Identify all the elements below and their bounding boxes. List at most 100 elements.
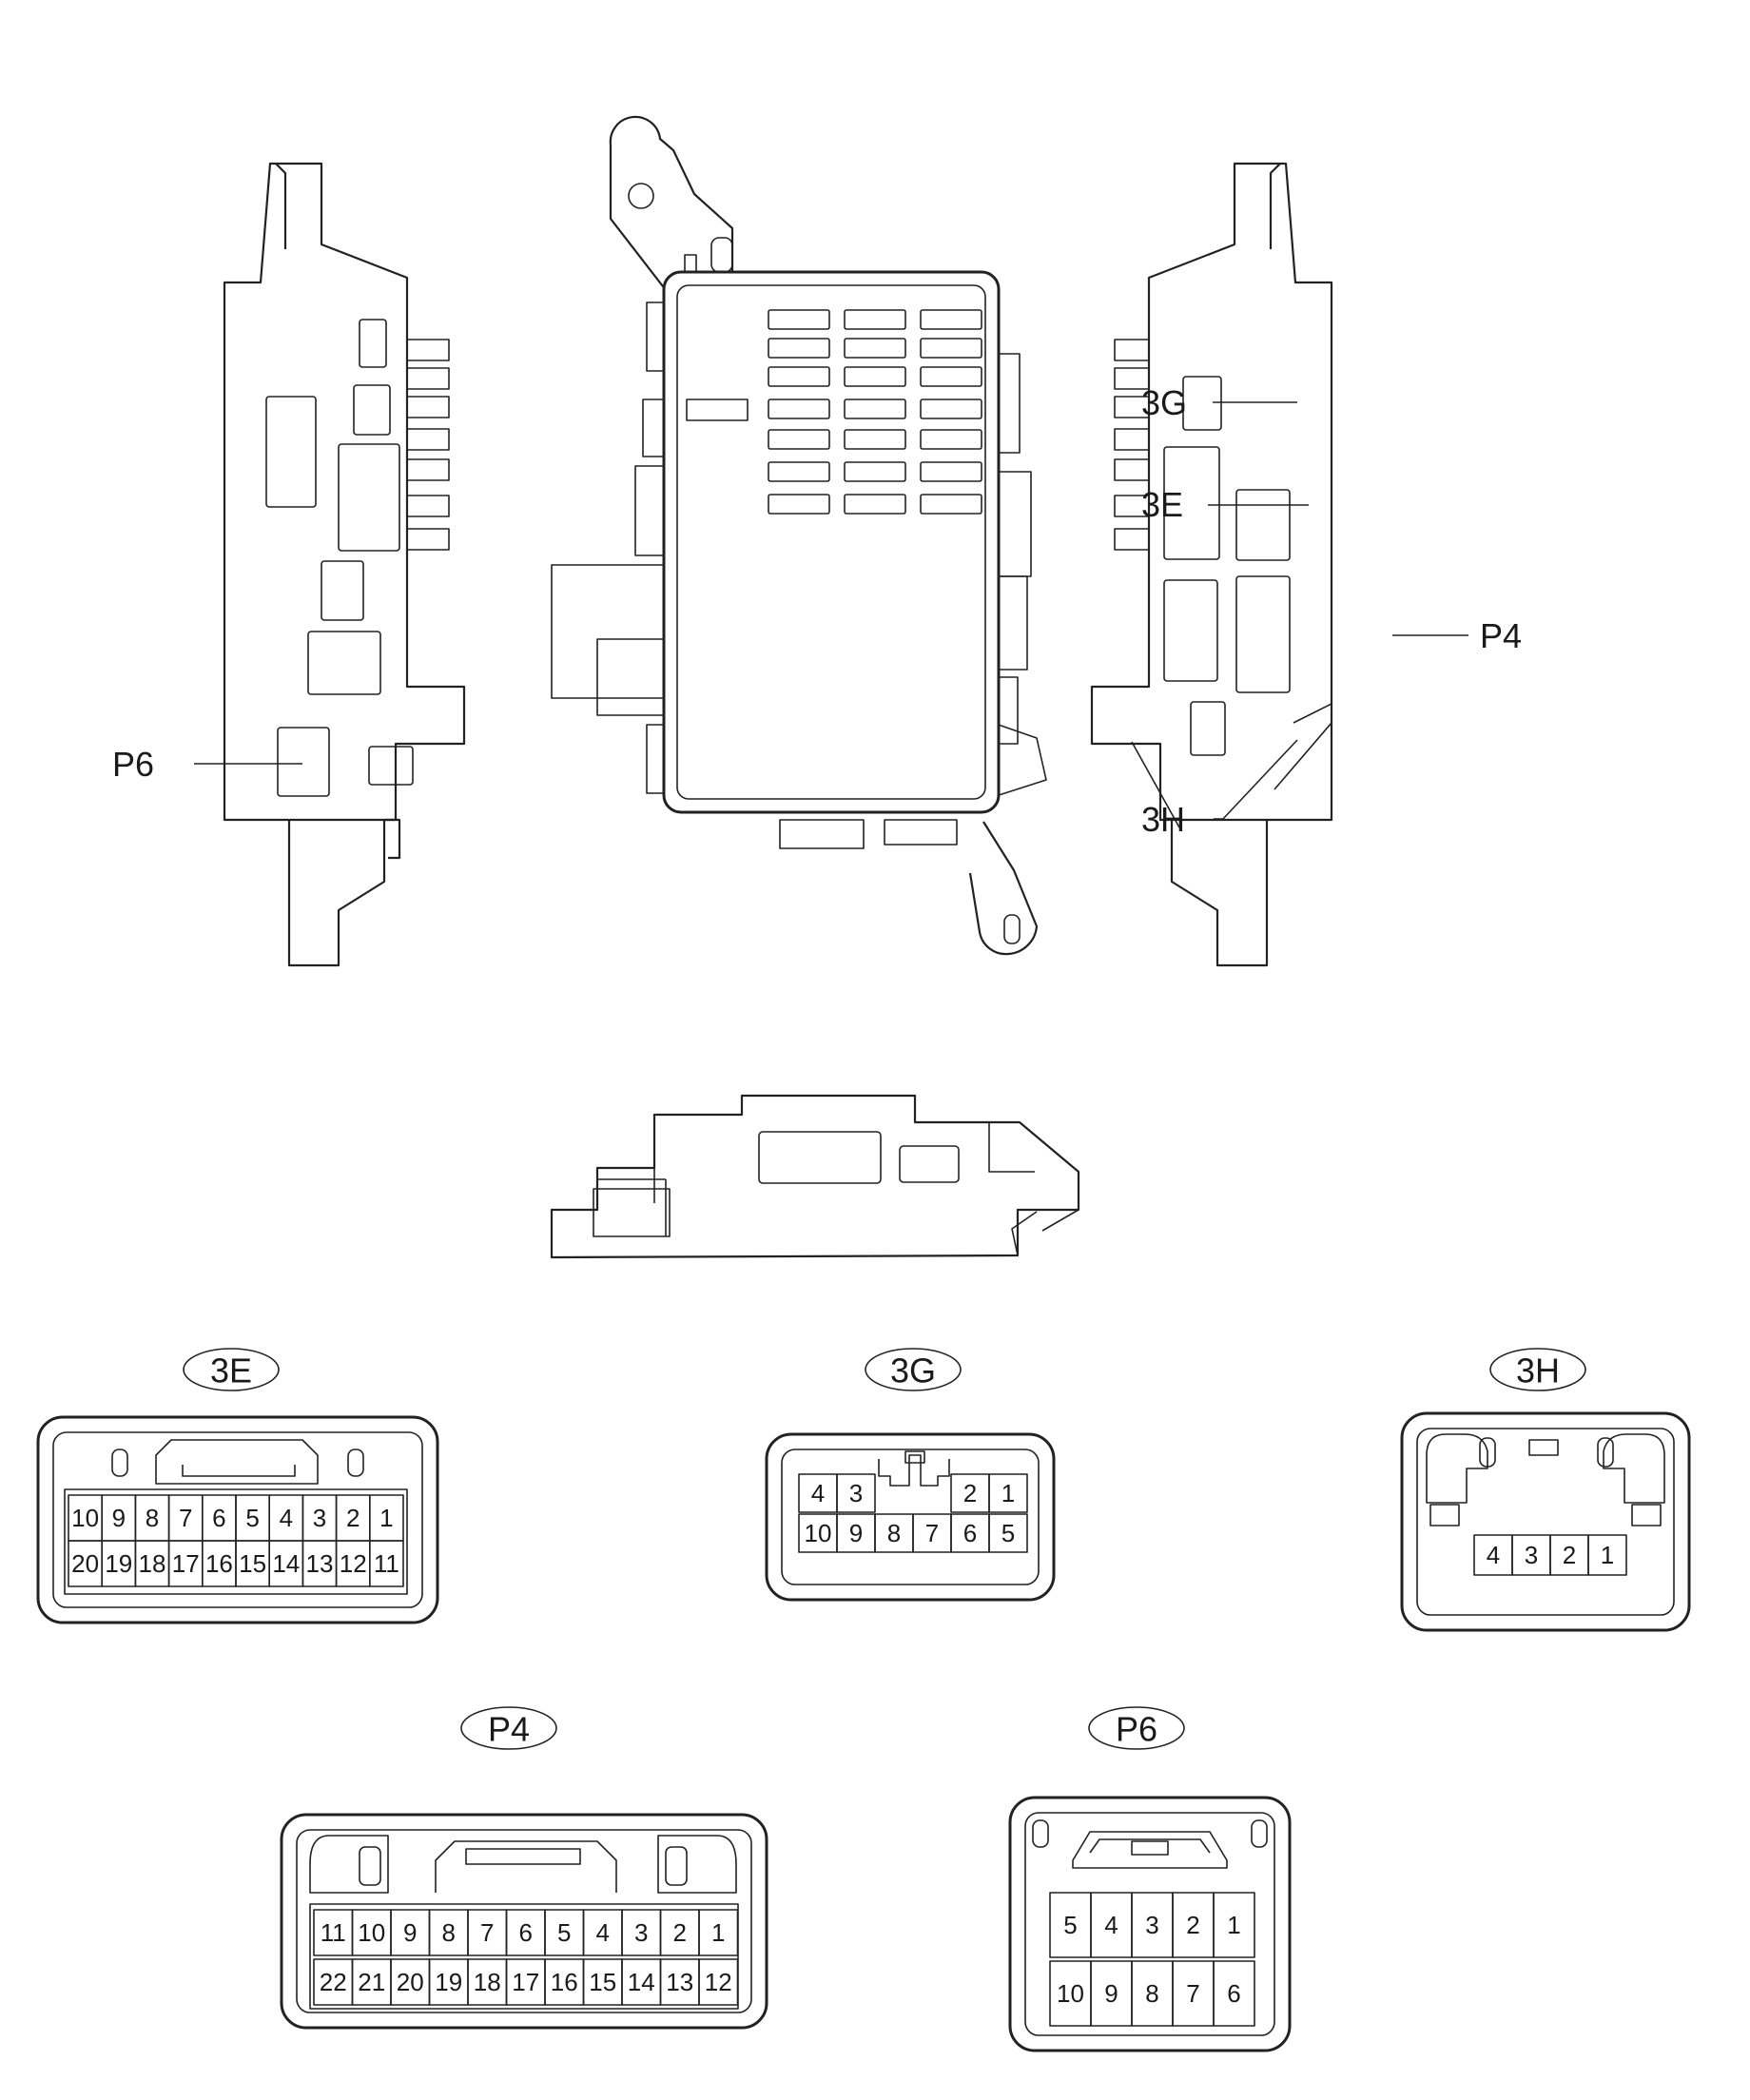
pin-number: 1: [1601, 1541, 1614, 1569]
callout-3e: 3E: [1141, 485, 1183, 524]
fuse-slot: [844, 399, 906, 419]
pin-number: 7: [480, 1918, 494, 1947]
pin-number: 12: [340, 1549, 367, 1578]
connector-p4-label: P4: [488, 1710, 530, 1749]
pin-number: 19: [435, 1968, 462, 1996]
pin-number: 5: [1001, 1519, 1015, 1547]
pin-number: 2: [673, 1918, 687, 1947]
p4-socket: [1235, 575, 1291, 693]
pin-number: 17: [512, 1968, 539, 1996]
pin-number: 13: [666, 1968, 693, 1996]
fuse-slot: [768, 309, 830, 330]
callout-p6: P6: [112, 745, 154, 784]
pin-cell: [698, 1958, 739, 2006]
pin-number: 10: [805, 1519, 832, 1547]
pin-number: 9: [1104, 1979, 1118, 2008]
junction-block-left-view: [223, 162, 466, 967]
pin-cell: [1213, 1960, 1255, 2027]
pin-number: 2: [346, 1504, 360, 1532]
pin-cell: [368, 1540, 404, 1587]
pin-number: 19: [105, 1549, 132, 1578]
callout-p4: P4: [1480, 616, 1522, 655]
pin-number: 2: [963, 1479, 977, 1507]
pin-number: 8: [146, 1504, 159, 1532]
pin-number: 7: [1186, 1979, 1199, 2008]
pin-number: 1: [379, 1504, 393, 1532]
pin-number: 3: [1145, 1911, 1158, 1939]
fuse-slot: [768, 429, 830, 450]
fuse-slot: [844, 494, 906, 515]
fuse-slot: [844, 461, 906, 482]
fuse-slot: [920, 494, 982, 515]
pin-number: 5: [557, 1918, 571, 1947]
pin-number: 10: [358, 1918, 385, 1947]
fuse-slot: [920, 461, 982, 482]
pin-number: 16: [205, 1549, 233, 1578]
fuse-slot: [920, 309, 982, 330]
pin-number: 3: [849, 1479, 863, 1507]
pin-number: 2: [1563, 1541, 1576, 1569]
pin-number: 8: [442, 1918, 456, 1947]
fuse-slot: [768, 399, 830, 419]
pin-number: 1: [711, 1918, 725, 1947]
pin-number: 6: [212, 1504, 225, 1532]
fuse-slot: [844, 309, 906, 330]
fuse-array: [768, 309, 982, 515]
pin-number: 18: [474, 1968, 501, 1996]
pin-number: 20: [71, 1549, 99, 1578]
pin-number: 15: [239, 1549, 266, 1578]
connector-p6-label: P6: [1116, 1710, 1157, 1749]
3g-socket: [1182, 376, 1222, 431]
pin-number: 11: [374, 1549, 399, 1578]
pin-number: 1: [1227, 1911, 1240, 1939]
pin-number: 22: [320, 1968, 347, 1996]
pin-number: 8: [887, 1519, 901, 1547]
pin-number: 13: [306, 1549, 334, 1578]
pin-number: 18: [139, 1549, 166, 1578]
pin-number: 9: [849, 1519, 863, 1547]
pin-number: 11: [321, 1918, 346, 1947]
pin-number: 7: [925, 1519, 939, 1547]
callout-3g: 3G: [1141, 383, 1187, 422]
pin-number: 14: [628, 1968, 655, 1996]
3h-socket: [1190, 701, 1226, 756]
pin-number: 21: [358, 1968, 385, 1996]
pin-number: 4: [1487, 1541, 1500, 1569]
pin-number: 3: [1525, 1541, 1538, 1569]
pin-number: 9: [403, 1918, 417, 1947]
pin-number: 10: [71, 1504, 99, 1532]
junction-block-front-view: [551, 115, 1047, 956]
pin-number: 6: [519, 1918, 533, 1947]
pin-number: 6: [1227, 1979, 1240, 2008]
pin-cell: [988, 1473, 1028, 1513]
pin-cell: [698, 1909, 739, 1956]
fuse-slot: [768, 338, 830, 359]
pin-number: 15: [589, 1968, 616, 1996]
pin-cell: [988, 1513, 1028, 1553]
pin-cell: [836, 1473, 876, 1513]
pin-number: 4: [280, 1504, 293, 1532]
pin-number: 17: [172, 1549, 200, 1578]
fuse-slot: [844, 429, 906, 450]
callout-leader-lines: [194, 401, 1468, 820]
pin-number: 5: [1063, 1911, 1077, 1939]
connector-3h-label: 3H: [1516, 1351, 1560, 1390]
fuse-slot: [920, 399, 982, 419]
fuse-slot: [844, 338, 906, 359]
pin-number: 14: [272, 1549, 300, 1578]
fuse-slot: [768, 494, 830, 515]
pin-number: 5: [245, 1504, 259, 1532]
fuse-slot: [920, 429, 982, 450]
pin-number: 3: [313, 1504, 326, 1532]
fuse-slot: [844, 366, 906, 387]
pin-number: 6: [963, 1519, 977, 1547]
junction-block-right-view: [1090, 162, 1333, 967]
3e-socket: [1163, 446, 1220, 560]
pin-number: 4: [1104, 1911, 1118, 1939]
connector-3e-label: 3E: [210, 1351, 252, 1390]
